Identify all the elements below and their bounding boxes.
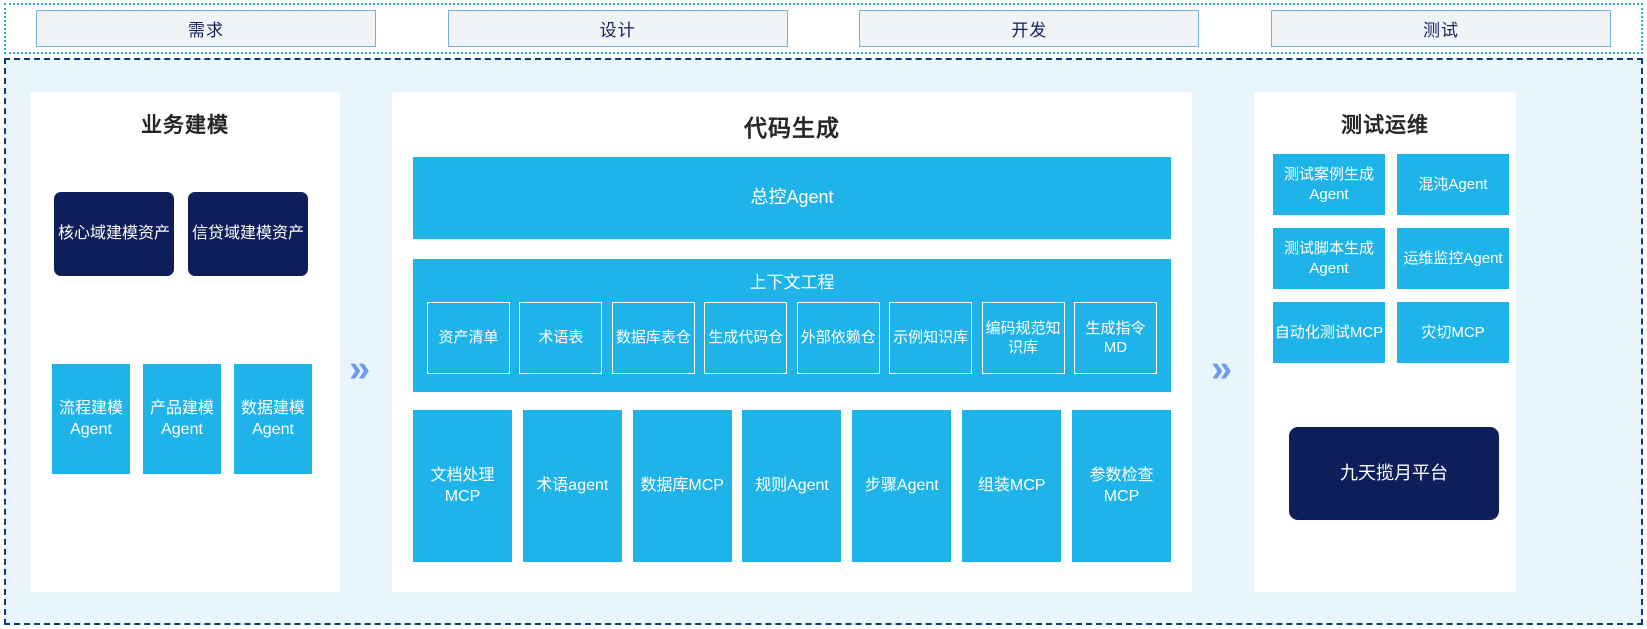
phase-box-design[interactable]: 设计 xyxy=(447,10,788,47)
agent-ops-monitoring[interactable]: 运维监控Agent xyxy=(1397,228,1509,289)
agent-test-script-generation[interactable]: 测试脚本生成Agent xyxy=(1273,228,1385,289)
tool-database-mcp[interactable]: 数据库MCP xyxy=(632,410,732,562)
context-item-generation-instruction-md[interactable]: 生成指令MD xyxy=(1073,302,1157,374)
platform-jiutian-lanyue[interactable]: 九天揽月平台 xyxy=(1289,427,1499,520)
context-item-coding-standard-knowledge-base[interactable]: 编码规范知识库 xyxy=(981,302,1065,374)
tool-automated-testing-mcp[interactable]: 自动化测试MCP xyxy=(1273,302,1385,363)
asset-core-domain[interactable]: 核心域建模资产 xyxy=(54,192,174,276)
code-generation-tools-row: 文档处理MCP 术语agent 数据库MCP 规则Agent 步骤Agent 组… xyxy=(413,410,1171,562)
asset-credit-domain[interactable]: 信贷域建模资产 xyxy=(188,192,308,276)
phase-box-development[interactable]: 开发 xyxy=(859,10,1200,47)
tool-parameter-check-mcp[interactable]: 参数检查MCP xyxy=(1071,410,1171,562)
panel-code-generation: 代码生成 总控Agent 上下文工程 资产清单 术语表 数据库表仓 生成代码仓 … xyxy=(392,92,1192,592)
panel-title-test-operations: 测试运维 xyxy=(1341,114,1429,137)
phase-label: 需求 xyxy=(188,21,224,40)
business-assets-group: 核心域建模资产 信贷域建模资产 xyxy=(54,192,308,276)
main-canvas: 业务建模 核心域建模资产 信贷域建模资产 流程建模Agent 产品建模Agent… xyxy=(4,58,1643,625)
phase-box-testing[interactable]: 测试 xyxy=(1270,10,1611,47)
context-engineering-block: 上下文工程 资产清单 术语表 数据库表仓 生成代码仓 外部依赖仓 示例知识库 编… xyxy=(413,259,1171,392)
test-operations-grid: 测试案例生成Agent 混沌Agent 测试脚本生成Agent 运维监控Agen… xyxy=(1273,154,1509,363)
tool-disaster-recovery-mcp[interactable]: 灾切MCP xyxy=(1397,302,1509,363)
context-engineering-title: 上下文工程 xyxy=(749,273,835,292)
master-control-agent-banner[interactable]: 总控Agent xyxy=(413,157,1171,239)
panel-test-operations: 测试运维 测试案例生成Agent 混沌Agent 测试脚本生成Agent 运维监… xyxy=(1254,92,1516,592)
panel-title-code-generation: 代码生成 xyxy=(744,115,840,141)
phase-label: 测试 xyxy=(1422,21,1459,40)
tool-rule-agent[interactable]: 规则Agent xyxy=(742,410,842,562)
context-item-glossary[interactable]: 术语表 xyxy=(519,302,603,374)
panel-business-modeling: 业务建模 核心域建模资产 信贷域建模资产 流程建模Agent 产品建模Agent… xyxy=(30,92,340,592)
chevron-right-icon-1: » xyxy=(349,348,371,390)
context-items-row: 资产清单 术语表 数据库表仓 生成代码仓 外部依赖仓 示例知识库 编码规范知识库… xyxy=(413,302,1171,374)
agent-product-modeling[interactable]: 产品建模Agent xyxy=(143,364,221,474)
phase-label: 设计 xyxy=(599,21,636,40)
agent-process-modeling[interactable]: 流程建模Agent xyxy=(52,364,130,474)
tool-document-processing-mcp[interactable]: 文档处理MCP xyxy=(413,410,512,562)
phase-label: 开发 xyxy=(1011,21,1048,40)
tool-step-agent[interactable]: 步骤Agent xyxy=(852,410,952,562)
panel-title-business-modeling: 业务建模 xyxy=(141,114,229,137)
phase-strip: 需求 设计 开发 测试 xyxy=(4,3,1643,54)
agent-test-case-generation[interactable]: 测试案例生成Agent xyxy=(1273,154,1385,215)
business-agents-group: 流程建模Agent 产品建模Agent 数据建模Agent xyxy=(52,364,312,474)
tool-glossary-agent[interactable]: 术语agent xyxy=(522,410,622,562)
chevron-right-icon-2: » xyxy=(1211,348,1233,390)
phase-box-requirement[interactable]: 需求 xyxy=(36,10,376,47)
agent-data-modeling[interactable]: 数据建模Agent xyxy=(234,364,312,474)
context-item-external-dependency-repo[interactable]: 外部依赖仓 xyxy=(796,302,880,374)
context-item-example-knowledge-base[interactable]: 示例知识库 xyxy=(889,302,973,374)
context-item-generated-code-repo[interactable]: 生成代码仓 xyxy=(704,302,788,374)
tool-assembly-mcp[interactable]: 组装MCP xyxy=(962,410,1062,562)
agent-chaos[interactable]: 混沌Agent xyxy=(1397,154,1509,215)
context-item-db-table-repo[interactable]: 数据库表仓 xyxy=(611,302,695,374)
context-item-asset-list[interactable]: 资产清单 xyxy=(427,302,510,374)
